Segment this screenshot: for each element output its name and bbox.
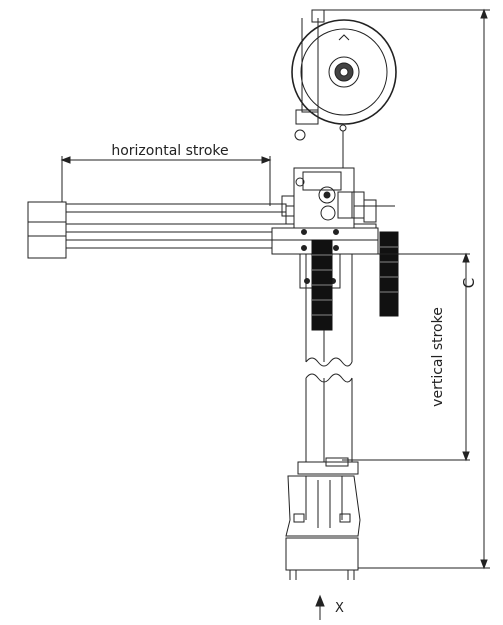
dimension-c [320,8,490,570]
view-direction-label: X [335,601,344,616]
vertical-column [305,254,353,462]
vertical-stroke-label: vertical stroke [430,307,446,407]
cable-chains [311,231,399,331]
view-direction-arrow [315,594,325,620]
horizontal-stroke-label: horizontal stroke [111,143,228,159]
horizontal-stroke-dimension [60,156,272,206]
vertical-stroke-dimension [342,252,470,462]
carriage [271,167,379,289]
cable-reel [291,9,397,178]
dimension-c-label: C [460,278,478,288]
gripper-head [285,457,361,580]
